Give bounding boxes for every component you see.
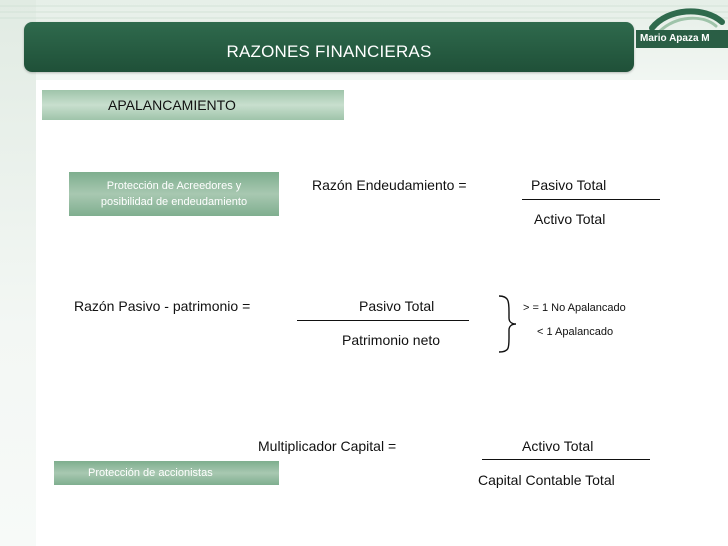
debt-ratio-label: Razón Endeudamiento = xyxy=(312,177,467,193)
debt-ratio-denominator: Activo Total xyxy=(534,211,606,227)
right-brace-icon xyxy=(498,295,517,353)
debt-equity-note-not-leveraged: > = 1 No Apalancado xyxy=(523,302,626,314)
equity-multiplier-label: Multiplicador Capital = xyxy=(258,438,397,454)
corner-logo-swoosh xyxy=(649,8,725,33)
equity-multiplier-denominator: Capital Contable Total xyxy=(478,472,615,488)
author-badge: Mario Apaza M xyxy=(636,30,728,48)
debt-ratio-fraction-line xyxy=(522,199,660,200)
section-title: APALANCAMIENTO xyxy=(108,97,236,113)
debt-equity-numerator: Pasivo Total xyxy=(359,298,435,314)
shareholder-protection-box: Protección de accionistas xyxy=(54,461,279,485)
title-bar: RAZONES FINANCIERAS xyxy=(24,22,634,72)
shareholder-protection-label: Protección de accionistas xyxy=(88,467,213,479)
debt-equity-label: Razón Pasivo - patrimonio = xyxy=(74,298,251,314)
creditor-protection-box: Protección de Acreedores y posibilidad d… xyxy=(69,172,279,216)
debt-equity-note-leveraged: < 1 Apalancado xyxy=(537,326,614,338)
creditor-protection-line1: Protección de Acreedores y xyxy=(106,180,242,192)
page-title: RAZONES FINANCIERAS xyxy=(226,42,432,61)
equity-multiplier-numerator: Activo Total xyxy=(522,438,594,454)
header-decorative-lines xyxy=(0,5,728,19)
debt-ratio-numerator: Pasivo Total xyxy=(531,177,607,193)
debt-equity-denominator: Patrimonio neto xyxy=(342,332,441,348)
creditor-protection-line2: posibilidad de endeudamiento xyxy=(100,196,248,208)
equity-multiplier-fraction-line xyxy=(482,459,650,460)
debt-equity-fraction-line xyxy=(297,320,469,321)
section-title-box: APALANCAMIENTO xyxy=(42,90,344,120)
left-decorative-stripe xyxy=(0,0,36,546)
